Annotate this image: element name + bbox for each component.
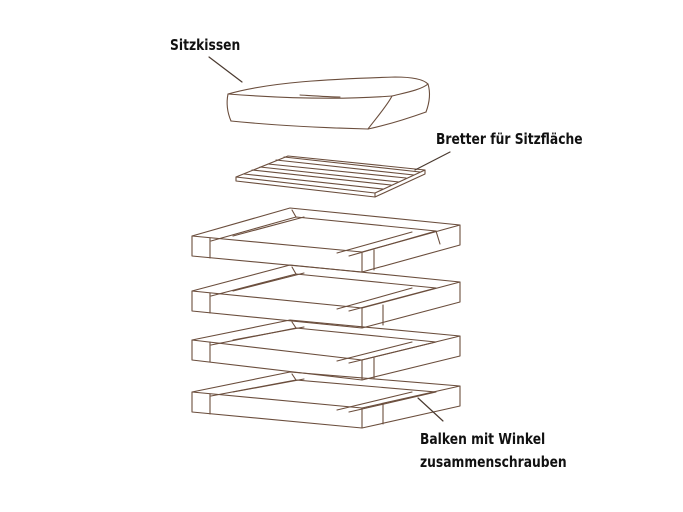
beam-frame-3	[191, 319, 461, 381]
leader-line-cushion	[208, 56, 243, 83]
leader-line-beams	[417, 397, 444, 422]
seat-boards-drawing	[235, 155, 426, 198]
cushion-drawing	[226, 76, 431, 130]
leader-line-boards	[414, 151, 451, 171]
label-beams-line-1: Balken mit Winkel	[420, 430, 546, 448]
label-seat-boards: Bretter für Sitzfläche	[436, 130, 583, 148]
beam-frame-2	[191, 264, 461, 329]
label-cushion: Sitzkissen	[170, 36, 241, 54]
beam-frame-4	[191, 371, 461, 429]
label-beams-line-2: zusammenschrauben	[420, 453, 567, 471]
beam-frame-1	[191, 207, 461, 273]
